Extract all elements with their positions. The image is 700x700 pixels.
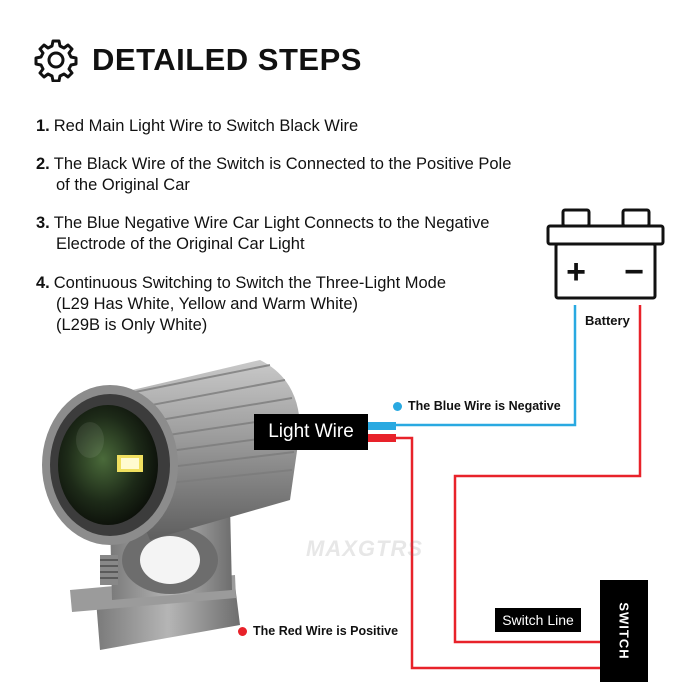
battery-label: Battery xyxy=(585,313,630,328)
blue-wire xyxy=(368,305,577,430)
red-wire-note: The Red Wire is Positive xyxy=(238,624,398,638)
switch-line-label: Switch Line xyxy=(495,608,581,632)
blue-wire-note-text: The Blue Wire is Negative xyxy=(408,399,561,413)
blue-wire-note: The Blue Wire is Negative xyxy=(393,399,561,413)
red-wire-note-text: The Red Wire is Positive xyxy=(253,624,399,638)
switch-label: SWITCH xyxy=(616,602,632,660)
step-2: 2.The Black Wire of the Switch is Connec… xyxy=(36,154,511,196)
step-1: 1.Red Main Light Wire to Switch Black Wi… xyxy=(36,116,358,137)
header: DETAILED STEPS xyxy=(34,38,362,82)
battery-plus-terminal: + xyxy=(566,253,586,291)
step-text: The Black Wire of the Switch is Connecte… xyxy=(53,155,512,173)
step-text: The Blue Negative Wire Car Light Connect… xyxy=(53,214,490,232)
step-number: 3. xyxy=(36,214,50,232)
blue-dot-icon xyxy=(393,401,402,411)
fog-light-image xyxy=(42,360,300,650)
red-wire xyxy=(368,305,642,670)
step-text: Red Main Light Wire to Switch Black Wire xyxy=(53,117,359,135)
switch-box: SWITCH xyxy=(600,580,648,682)
step-3: 3.The Blue Negative Wire Car Light Conne… xyxy=(36,213,489,255)
battery-icon xyxy=(546,208,665,300)
step-4: 4.Continuous Switching to Switch the Thr… xyxy=(36,273,446,336)
red-dot-icon xyxy=(238,626,247,636)
step-text: of the Original Car xyxy=(56,176,190,194)
step-number: 2. xyxy=(36,155,50,173)
watermark: MAXGTRS xyxy=(306,536,423,561)
gear-icon xyxy=(34,39,78,82)
step-number: 4. xyxy=(36,274,50,292)
step-text: Continuous Switching to Switch the Three… xyxy=(53,274,447,292)
step-number: 1. xyxy=(36,117,50,135)
step-text: (L29 Has White, Yellow and Warm White) xyxy=(56,295,359,313)
light-wire-label: Light Wire xyxy=(254,414,368,450)
page-title: DETAILED STEPS xyxy=(92,42,362,77)
battery-minus-terminal: − xyxy=(624,253,644,291)
step-text: Electrode of the Original Car Light xyxy=(56,235,305,253)
step-text: (L29B is Only White) xyxy=(56,316,208,334)
